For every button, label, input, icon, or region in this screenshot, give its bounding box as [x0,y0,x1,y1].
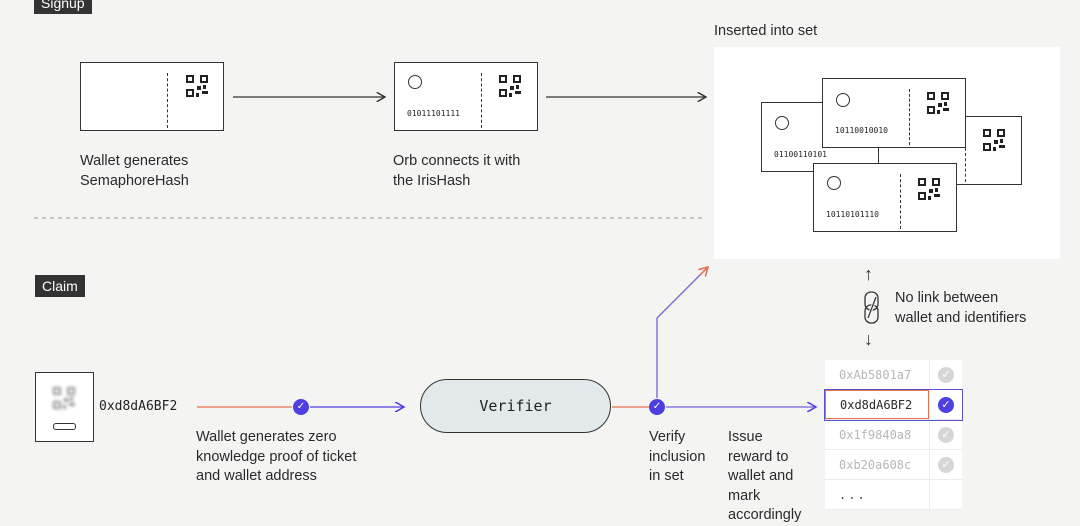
iris-circle-icon [827,176,841,190]
semaphore-ticket [80,62,224,131]
wallet-address: 0xd8dA6BF2 [99,399,178,414]
arrow-down-icon: ↓ [864,329,873,349]
iris-ticket: 01011101111 [394,62,538,131]
signup-tag: Signup [34,0,92,14]
list-item: 0xb20a608c ✓ [825,450,962,480]
proof-caption: Wallet generates zero knowledge proof of… [196,428,356,487]
link-icon [864,291,879,324]
list-address: ... [839,487,867,502]
caption-line: Verify [649,429,686,445]
caption-line: mark [728,487,761,504]
list-item-active: 0xd8dA6BF2 ✓ [824,389,963,421]
claim-tag: Claim [35,275,85,297]
caption-line: wallet and [728,468,794,484]
step2-caption: Orb connects it with the IrisHash [393,152,520,191]
caption-line: reward to [728,448,789,465]
ticket-perforation [965,127,966,182]
caption-line: inclusion [649,448,706,465]
caption-line: No link between [895,290,999,306]
caption-line: wallet and identifiers [895,309,1027,326]
qr-code-icon [927,92,949,114]
list-check-cell: ✓ [929,360,962,389]
arrow-verify-head [700,267,708,275]
ticket-perforation [909,89,910,145]
list-item: ... [825,480,962,510]
iris-circle-icon [775,116,789,130]
caption-line: Issue [728,429,763,445]
wallet-list: 0xAb5801a7 ✓ 0xd8dA6BF2 ✓ 0x1f9840a8 ✓ 0… [824,360,963,510]
check-icon: ✓ [938,456,954,473]
list-item: 0x1f9840a8 ✓ [825,420,962,450]
list-address: 0xAb5801a7 [839,367,912,382]
no-link-caption: No link between wallet and identifiers [895,289,1026,328]
list-address: 0x1f9840a8 [839,427,912,442]
set-label: Inserted into set [714,23,818,39]
caption-line: in set [649,468,684,484]
check-icon: ✓ [293,399,309,415]
list-check-cell [929,480,962,509]
caption-line: and wallet address [196,468,317,484]
iris-circle-icon [408,75,422,89]
ticket-perforation [900,174,901,229]
list-item: 0xAb5801a7 ✓ [825,360,962,390]
arrow-up-icon: ↑ [864,264,873,284]
list-check-cell: ✓ [929,390,962,419]
caption-line: knowledge proof of ticket [196,448,357,465]
ticket-hash: 01100110101 [774,150,827,159]
check-icon: ✓ [649,399,665,415]
list-address: 0xd8dA6BF2 [825,390,929,419]
check-icon: ✓ [938,396,954,413]
qr-code-icon [983,129,1005,151]
qr-code-icon [53,387,75,409]
check-icon: ✓ [938,366,954,383]
qr-code-icon [918,178,940,200]
check-icon: ✓ [938,426,954,443]
wallet-card [35,372,94,442]
verify-caption: Verify inclusion in set [649,428,705,487]
set-ticket: 10110101110 [813,163,957,232]
qr-code-icon [186,75,208,97]
caption-line: the IrisHash [393,172,471,189]
caption-line: Wallet generates [80,153,189,169]
caption-line: SemaphoreHash [80,172,189,189]
ticket-hash: 10110101110 [826,210,879,219]
card-slot [53,423,76,430]
caption-line: Orb connects it with [393,153,521,169]
verifier-node: Verifier [420,379,611,433]
iris-circle-icon [836,93,850,107]
list-check-cell: ✓ [929,450,962,479]
issue-caption: Issue reward to wallet and mark accordin… [728,428,801,526]
arrow-verify-set [656,267,708,398]
ticket-perforation [167,73,168,128]
list-address: 0xb20a608c [839,457,912,472]
ticket-hash: 01011101111 [407,109,460,118]
list-check-cell: ✓ [929,420,962,449]
caption-line: Wallet generates zero [196,429,337,445]
ticket-hash: 10110010010 [835,126,888,135]
qr-code-icon [499,75,521,97]
step1-caption: Wallet generates SemaphoreHash [80,152,189,191]
set-ticket: 10110010010 [822,78,966,148]
ticket-perforation [481,73,482,128]
